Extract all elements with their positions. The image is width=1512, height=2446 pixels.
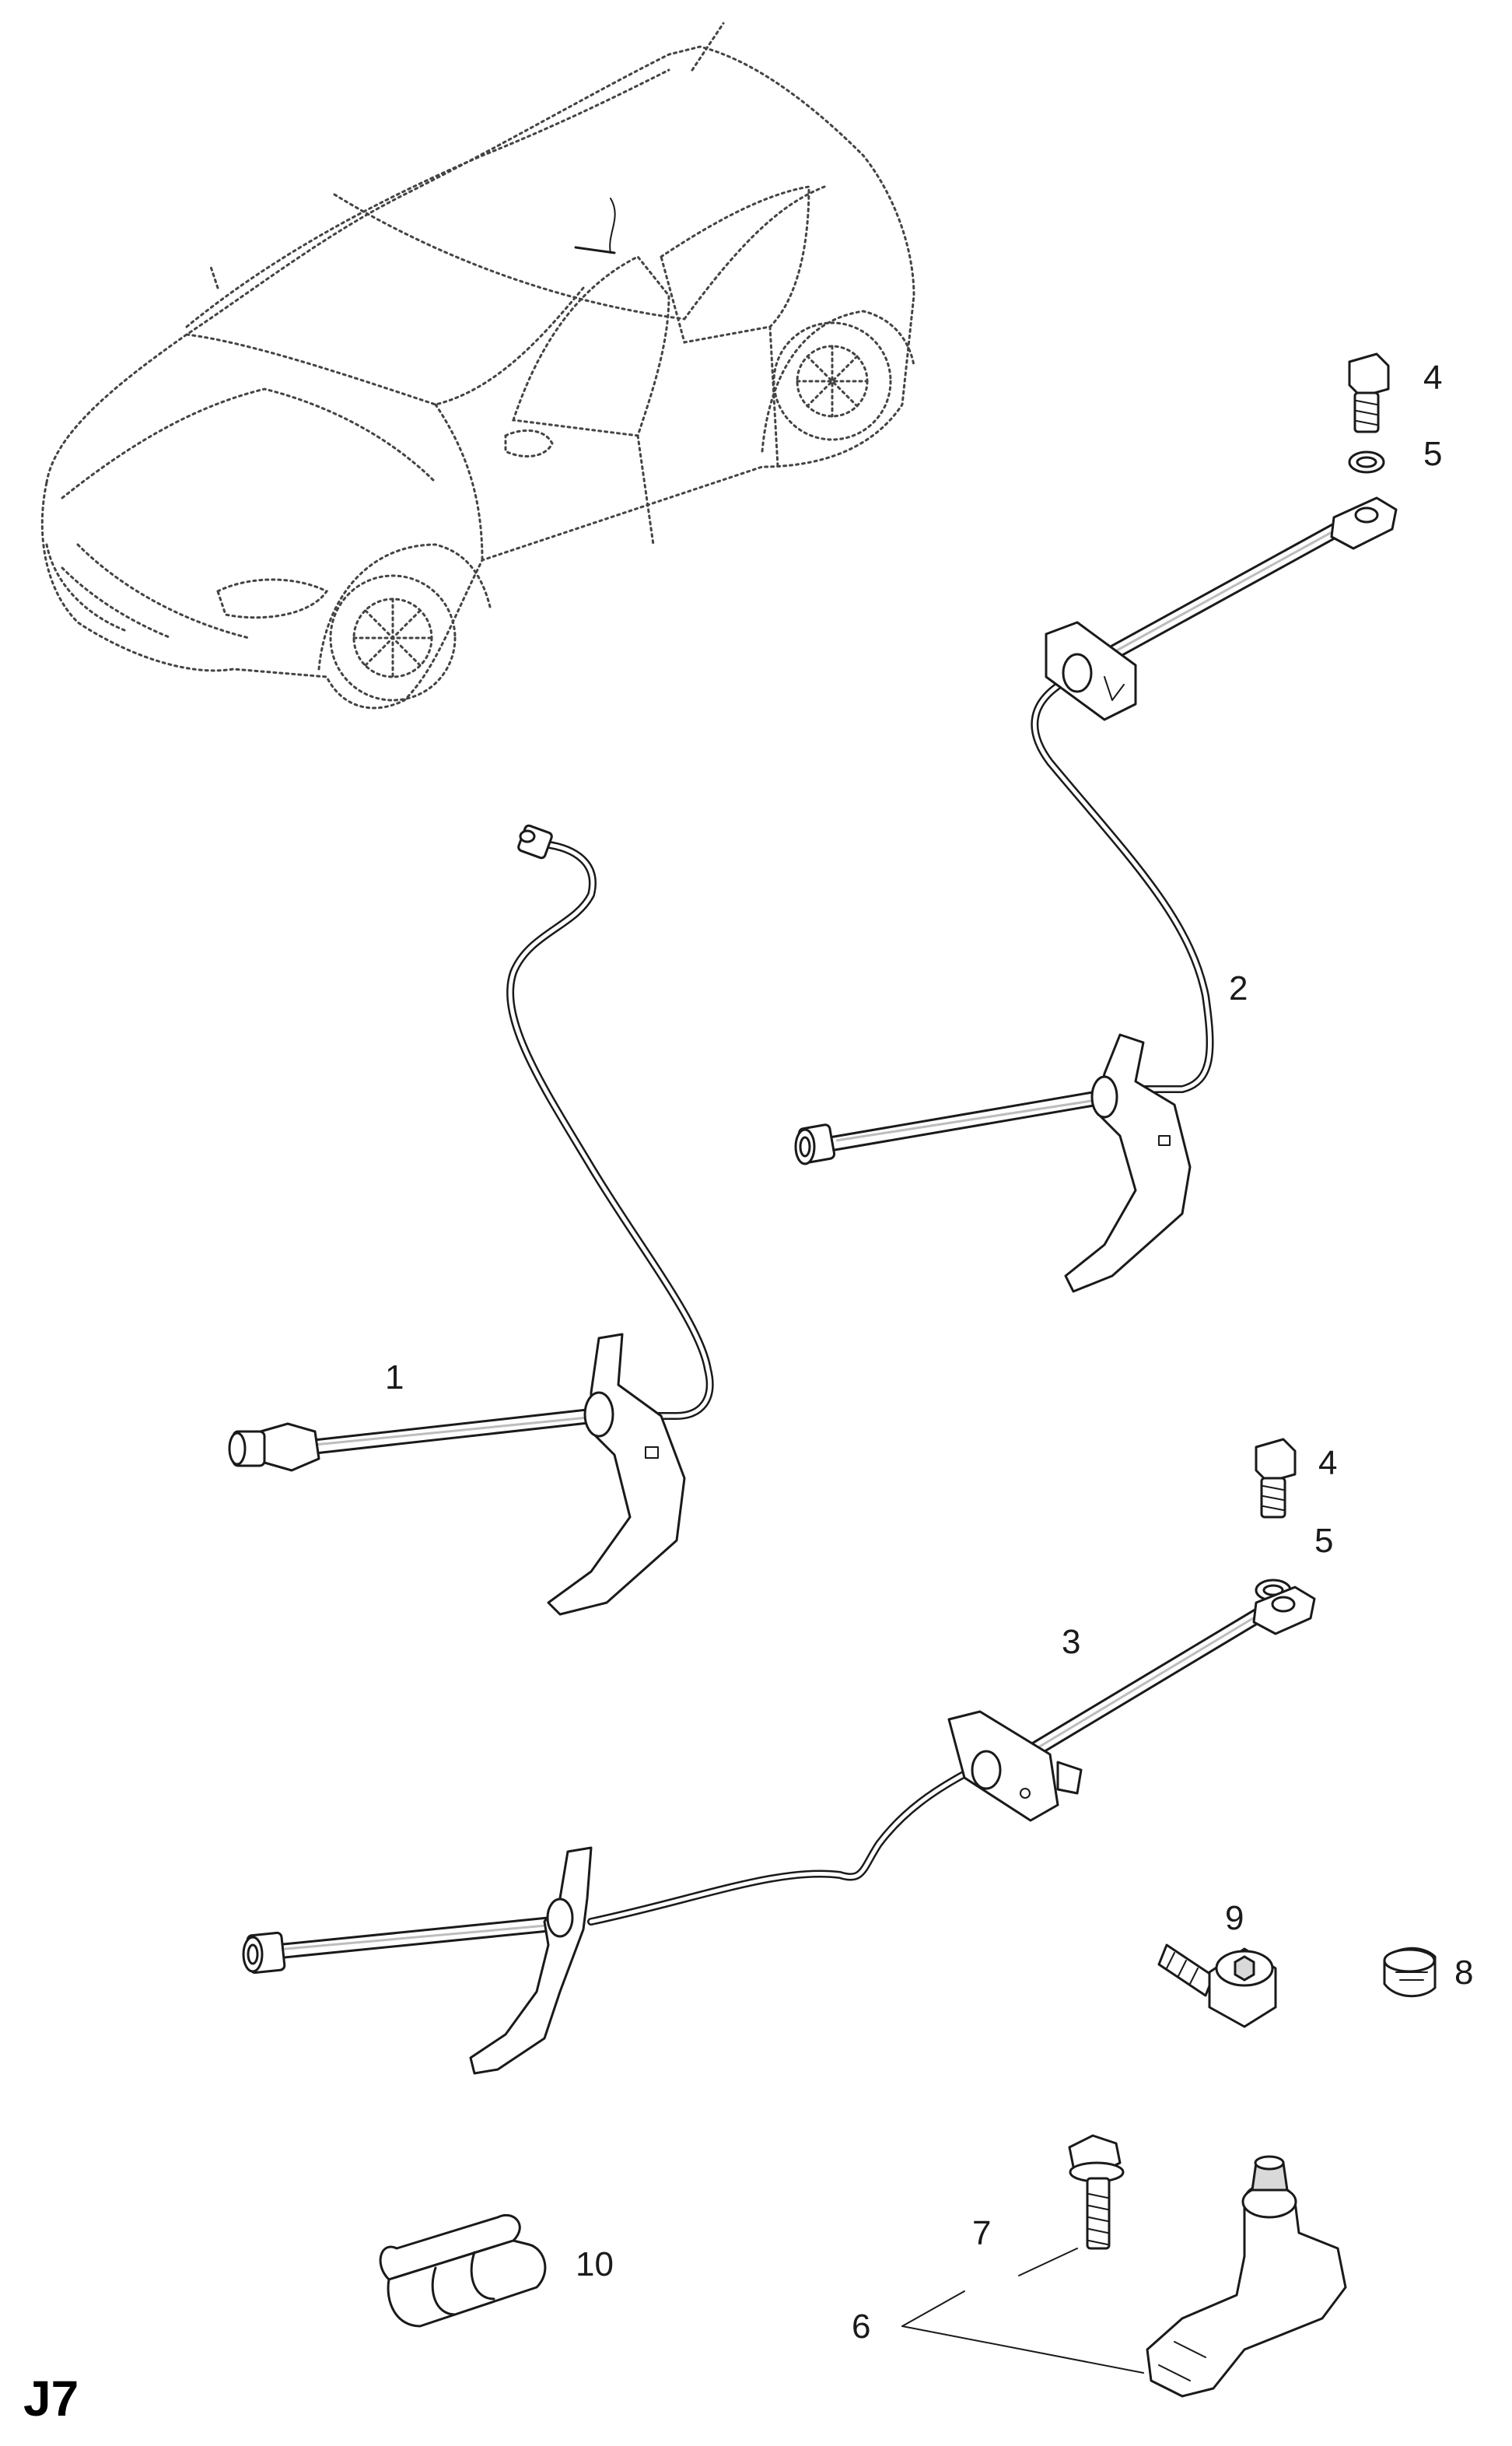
leader-lines <box>901 2248 1144 2374</box>
callout-2: 2 <box>1229 969 1248 1007</box>
bracket-6 <box>1146 2155 1347 2398</box>
clip-10 <box>379 2213 547 2328</box>
callout-1: 1 <box>385 1358 404 1396</box>
bolt-4-lower <box>1255 1438 1297 1519</box>
callout-7: 7 <box>972 2214 991 2252</box>
callout-4-lower: 4 <box>1318 1444 1337 1482</box>
callout-5-lower: 5 <box>1314 1522 1333 1560</box>
page-code: J7 <box>23 2371 79 2427</box>
callout-8: 8 <box>1454 1954 1473 1992</box>
brake-hose-3 <box>242 1586 1316 2075</box>
callout-4-upper: 4 <box>1423 359 1442 397</box>
brake-hose-2 <box>794 496 1398 1293</box>
bolt-7 <box>1068 2134 1125 2250</box>
brake-hose-1 <box>228 824 714 1616</box>
callout-6: 6 <box>852 2308 870 2346</box>
bolt-4-upper <box>1348 352 1390 433</box>
screw-9 <box>1157 1943 1277 2028</box>
clip-8 <box>1383 1947 1437 1998</box>
callout-9: 9 <box>1225 1899 1244 1937</box>
callout-10: 10 <box>576 2245 614 2283</box>
callout-3: 3 <box>1062 1623 1080 1661</box>
vehicle-outline-illustration <box>40 22 915 710</box>
washer-5-upper <box>1348 450 1385 474</box>
callout-5-upper: 5 <box>1423 435 1442 473</box>
